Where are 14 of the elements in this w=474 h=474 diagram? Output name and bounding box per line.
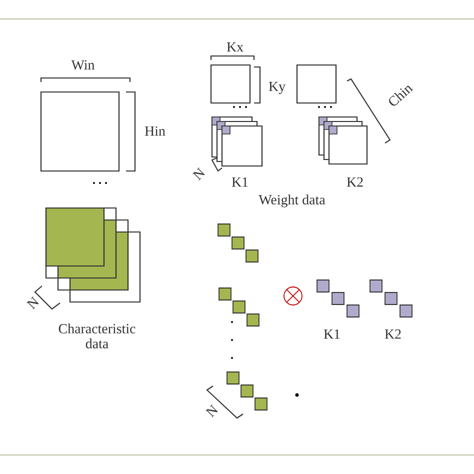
- label: N: [205, 404, 218, 418]
- label: N: [192, 167, 205, 180]
- label: Ky: [268, 82, 286, 94]
- label: Win: [71, 60, 95, 70]
- label: K2: [346, 177, 363, 187]
- label: Weight data: [258, 194, 326, 208]
- label: Characteristic data: [58, 324, 136, 348]
- label: Hin: [144, 126, 166, 136]
- label: Kx: [226, 42, 244, 52]
- label: K1: [232, 177, 248, 187]
- label: N: [26, 296, 39, 310]
- label: K1: [324, 329, 340, 339]
- label: Chin: [389, 86, 414, 106]
- label: K2: [384, 329, 401, 339]
